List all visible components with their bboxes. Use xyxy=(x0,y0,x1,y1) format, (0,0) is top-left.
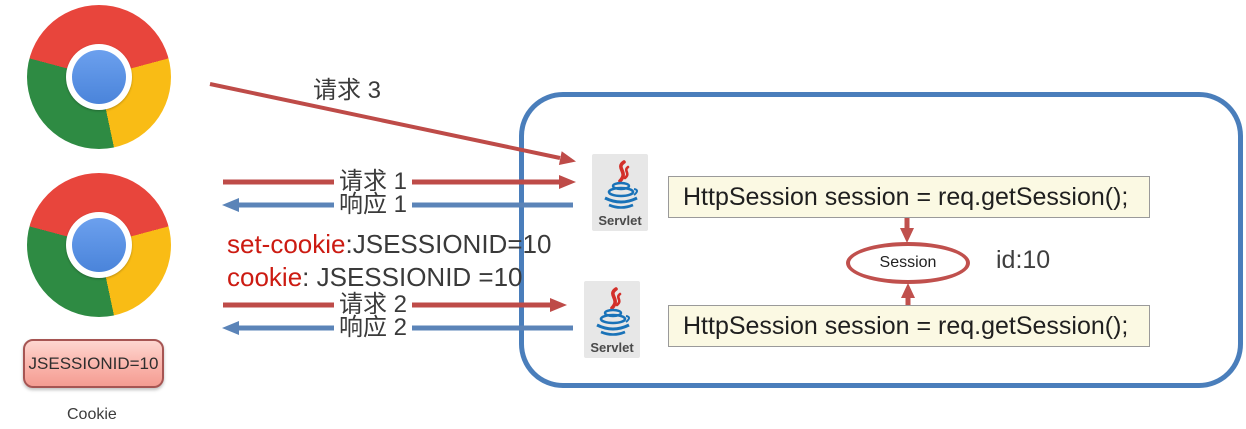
code-box-getsession-1: HttpSession session = req.getSession(); xyxy=(668,176,1150,218)
servlet-icon-label: Servlet xyxy=(598,213,642,228)
java-logo xyxy=(596,287,630,336)
chrome-icon-hub xyxy=(72,218,126,272)
cookie-keyword: cookie xyxy=(227,262,303,292)
java-servlet-icon: Servlet xyxy=(592,154,648,231)
response1-label: 响应 1 xyxy=(334,191,413,219)
session-ellipse-label: Session xyxy=(879,254,937,271)
cookie-header-text: cookie: JSESSIONID =10 xyxy=(227,262,523,293)
request3-label: 请求 3 xyxy=(313,77,382,104)
cookie-caption: Cookie xyxy=(67,406,117,423)
cookie-value: : JSESSIONID =10 xyxy=(302,262,523,292)
set-cookie-keyword: set-cookie xyxy=(227,229,346,259)
set-cookie-header-text: set-cookie:JSESSIONID=10 xyxy=(227,229,551,260)
jsessionid-cookie-box: JSESSIONID=10 xyxy=(23,339,164,388)
code-box-getsession-2: HttpSession session = req.getSession(); xyxy=(668,305,1150,347)
servlet-icon-label: Servlet xyxy=(590,340,634,355)
chrome-icon-hub xyxy=(72,50,126,104)
set-cookie-value: :JSESSIONID=10 xyxy=(345,229,552,259)
session-ellipse: Session xyxy=(846,242,970,284)
java-servlet-icon: Servlet xyxy=(584,281,640,358)
chrome-icon xyxy=(27,173,171,317)
response2-label: 响应 2 xyxy=(334,314,413,342)
java-logo xyxy=(604,160,638,209)
jsessionid-cookie-value: JSESSIONID=10 xyxy=(28,353,159,373)
code-text: HttpSession session = req.getSession(); xyxy=(683,311,1129,340)
session-id-text: id:10 xyxy=(996,246,1051,274)
code-text: HttpSession session = req.getSession(); xyxy=(683,182,1129,211)
chrome-icon xyxy=(27,5,171,149)
